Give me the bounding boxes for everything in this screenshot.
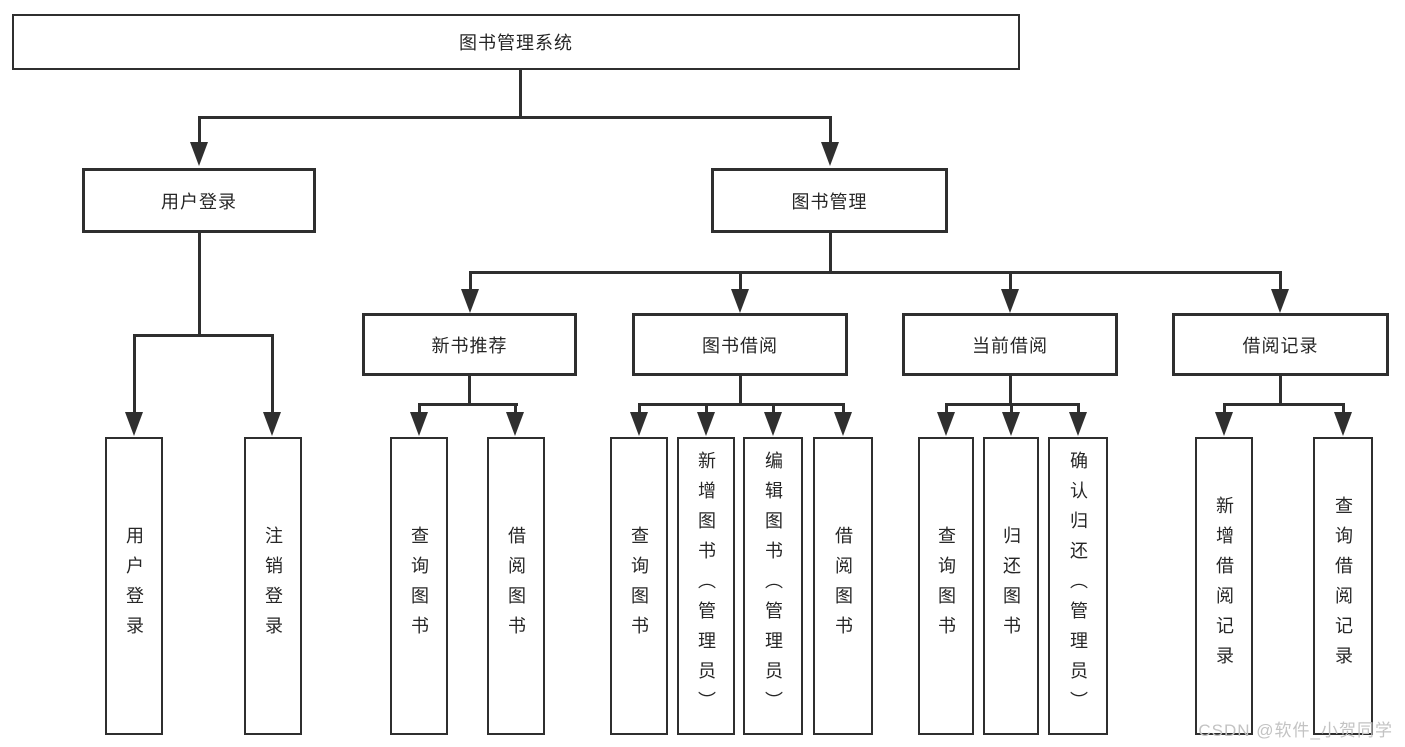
node-book-borrow: 图书借阅 [632,313,848,376]
edge-bookborrow-bar [638,403,845,406]
edge-bookmgmt-bar [469,271,1282,274]
edge-stub-bb-borrow [842,403,845,415]
node-borrow-records: 借阅记录 [1172,313,1389,376]
edge-stub-br-query [1342,403,1345,415]
edge-userlogin-bar [133,334,274,337]
edge-currentborrow-trunk [1009,376,1012,406]
arrow-current-borrow [1001,289,1019,313]
edge-newbookrec-trunk [468,376,471,406]
arrow-borrow-records [1271,289,1289,313]
edge-root-bar [198,116,832,119]
node-leaf-bb-query: 查询图书 [610,437,668,735]
arrow-book-mgmt [821,142,839,166]
arrow-br-add [1215,412,1233,436]
edge-borrowrecords-trunk [1279,376,1282,406]
node-root: 图书管理系统 [12,14,1020,70]
edge-stub-user-login [198,116,201,144]
edge-stub-cb-confirm [1077,403,1080,415]
edge-bookmgmt-trunk [829,233,832,274]
arrow-rec-query [410,412,428,436]
edge-userlogin-trunk [198,233,201,337]
edge-stub-bb-query [638,403,641,415]
arrow-cb-return [1002,412,1020,436]
node-new-book-rec: 新书推荐 [362,313,577,376]
node-leaf-bb-edit: 编辑图书（管理员） [743,437,803,735]
arrow-bb-edit [764,412,782,436]
edge-stub-book-mgmt [829,116,832,144]
arrow-rec-borrow [506,412,524,436]
edge-newbookrec-bar [418,403,518,406]
node-leaf-br-query: 查询借阅记录 [1313,437,1373,735]
node-leaf-user-login: 用户登录 [105,437,163,735]
edge-stub-new-book-rec [469,271,472,293]
edge-stub-borrow-records [1279,271,1282,293]
node-leaf-bb-borrow: 借阅图书 [813,437,873,735]
edge-borrowrecords-bar [1223,403,1345,406]
arrow-leaf-logout [263,412,281,436]
arrow-cb-confirm [1069,412,1087,436]
arrow-bb-add [697,412,715,436]
node-leaf-cb-query: 查询图书 [918,437,974,735]
edge-root-trunk [519,70,522,118]
node-user-login: 用户登录 [82,168,316,233]
edge-stub-br-add [1223,403,1226,415]
edge-stub-cb-query [945,403,948,415]
edge-bookborrow-trunk [739,376,742,406]
node-book-mgmt: 图书管理 [711,168,948,233]
edge-stub-rec-borrow [514,403,517,415]
arrow-br-query [1334,412,1352,436]
edge-stub-leaf-logout [271,334,274,414]
edge-stub-current-borrow [1009,271,1012,293]
arrow-bb-borrow [834,412,852,436]
edge-stub-bb-add [705,403,708,415]
node-leaf-rec-query: 查询图书 [390,437,448,735]
edge-stub-leaf-user-login [133,334,136,414]
arrow-cb-query [937,412,955,436]
arrow-user-login [190,142,208,166]
node-leaf-logout: 注销登录 [244,437,302,735]
node-leaf-cb-return: 归还图书 [983,437,1039,735]
arrow-bb-query [630,412,648,436]
arrow-leaf-user-login [125,412,143,436]
node-leaf-br-add: 新增借阅记录 [1195,437,1253,735]
edge-stub-rec-query [418,403,421,415]
node-leaf-bb-add: 新增图书（管理员） [677,437,735,735]
arrow-new-book-rec [461,289,479,313]
node-current-borrow: 当前借阅 [902,313,1118,376]
node-leaf-rec-borrow: 借阅图书 [487,437,545,735]
edge-stub-bb-edit [772,403,775,415]
edge-stub-cb-return [1010,403,1013,415]
csdn-watermark: CSDN @软件_小贺同学 [1198,721,1393,740]
arrow-book-borrow [731,289,749,313]
node-leaf-cb-confirm: 确认归还（管理员） [1048,437,1108,735]
edge-stub-book-borrow [739,271,742,293]
